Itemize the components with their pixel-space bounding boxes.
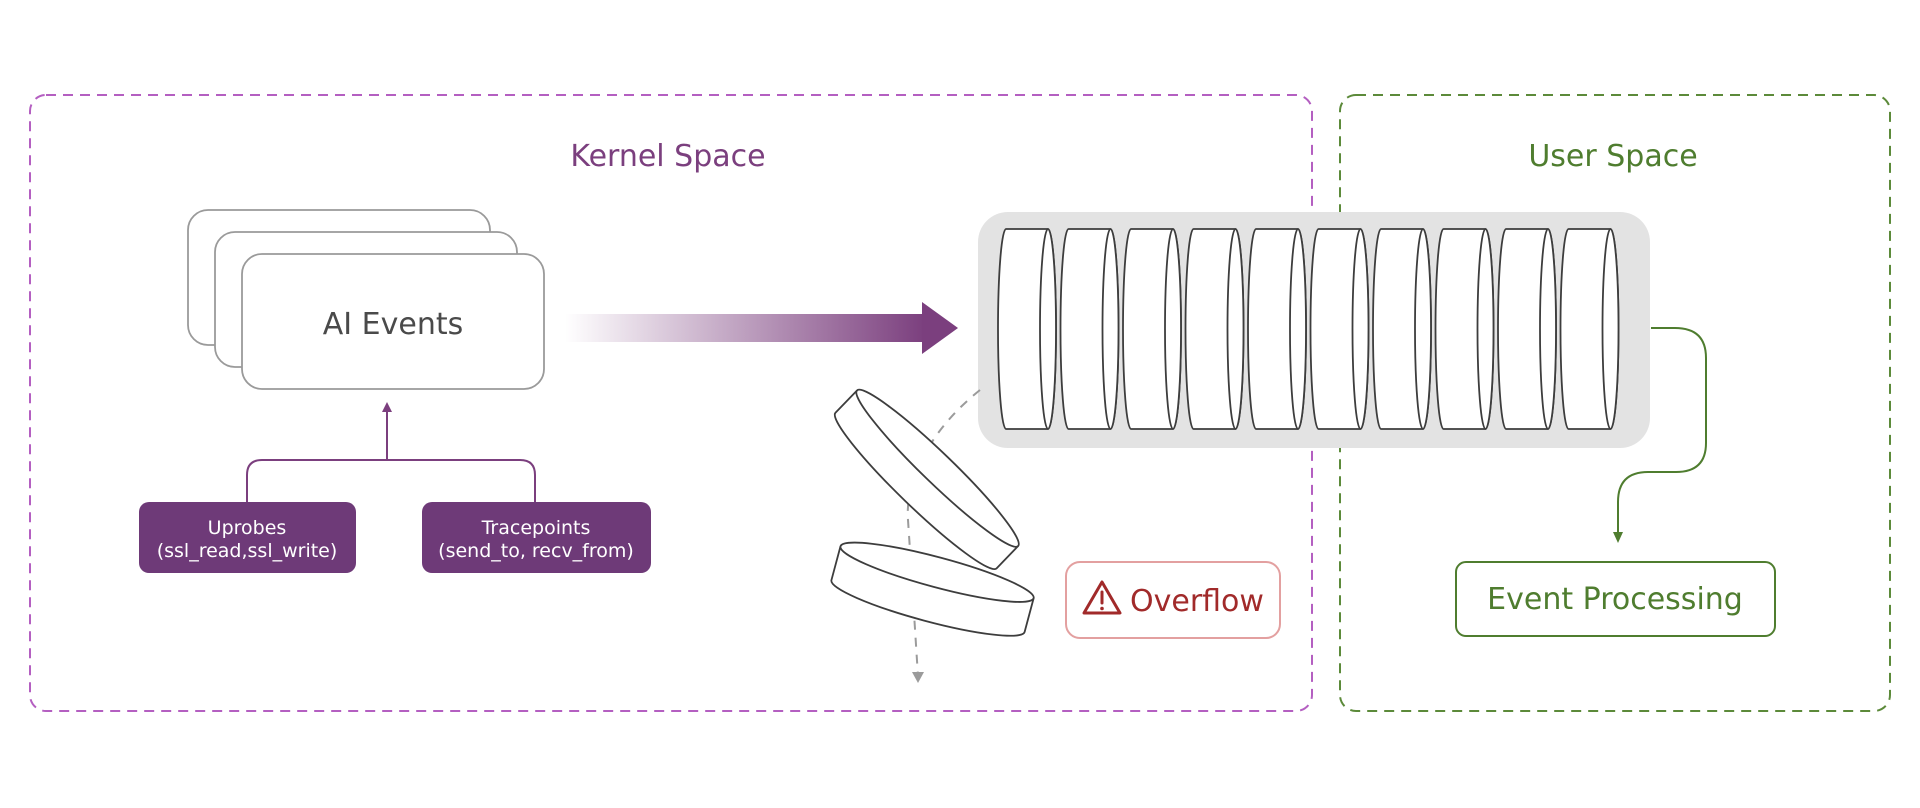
ring-buffer-slot bbox=[1184, 228, 1245, 430]
tracepoints-label: Tracepoints bbox=[481, 517, 591, 539]
ring-buffer-slot bbox=[1372, 228, 1432, 430]
ring-buffer-slot bbox=[997, 228, 1057, 430]
overflow-badge: Overflow bbox=[1065, 561, 1281, 639]
ring-buffer-slot bbox=[1434, 228, 1495, 430]
ring-buffer-slot bbox=[1059, 228, 1120, 430]
event-processing-label: Event Processing bbox=[1487, 582, 1743, 617]
overflow-label: Overflow bbox=[1130, 584, 1264, 619]
probe-uprobes: Uprobes (ssl_read,ssl_write) bbox=[139, 502, 356, 573]
probe-connector bbox=[246, 410, 536, 502]
probe-arrowhead-icon bbox=[382, 402, 392, 412]
overflow-disc-lower bbox=[830, 541, 1035, 637]
ring-buffer-slot bbox=[1122, 228, 1182, 430]
consumer-connector bbox=[1617, 327, 1707, 536]
user-space-title: User Space bbox=[1528, 139, 1697, 174]
tracepoints-functions: (send_to, recv_from) bbox=[438, 540, 634, 562]
ring-buffer-slot bbox=[1497, 228, 1557, 430]
ring-buffer-slots bbox=[997, 228, 1620, 430]
ai-events-card-front bbox=[241, 253, 545, 390]
consumer-arrowhead-icon bbox=[1613, 532, 1623, 543]
uprobes-box bbox=[139, 502, 356, 573]
overflow-badge-box bbox=[1065, 561, 1281, 639]
tracepoints-box bbox=[422, 502, 651, 573]
warning-triangle-icon bbox=[1082, 580, 1122, 615]
uprobes-functions: (ssl_read,ssl_write) bbox=[157, 540, 338, 562]
overflow-drop-path bbox=[906, 389, 981, 677]
uprobes-label: Uprobes bbox=[208, 517, 287, 539]
kernel-space-title: Kernel Space bbox=[570, 139, 765, 174]
ring-buffer bbox=[978, 212, 1650, 448]
ring-buffer-slot bbox=[1559, 228, 1620, 430]
overflow-drop-arrowhead-icon bbox=[912, 672, 924, 683]
user-space-region bbox=[1339, 94, 1891, 712]
event-flow-arrowhead-icon bbox=[922, 302, 958, 354]
probe-tracepoints: Tracepoints (send_to, recv_from) bbox=[422, 502, 651, 573]
ai-events-label: AI Events bbox=[323, 307, 463, 342]
event-flow-arrow-shaft bbox=[565, 314, 925, 342]
ai-events-card: AI Events bbox=[187, 209, 545, 390]
event-processing-frame bbox=[1455, 561, 1776, 637]
overflow-disc-upper bbox=[833, 388, 1020, 570]
event-processing-box: Event Processing bbox=[1455, 561, 1776, 637]
ring-buffer-slot bbox=[1247, 228, 1307, 430]
event-flow-arrow bbox=[565, 302, 958, 354]
ring-buffer-slot bbox=[1309, 228, 1370, 430]
